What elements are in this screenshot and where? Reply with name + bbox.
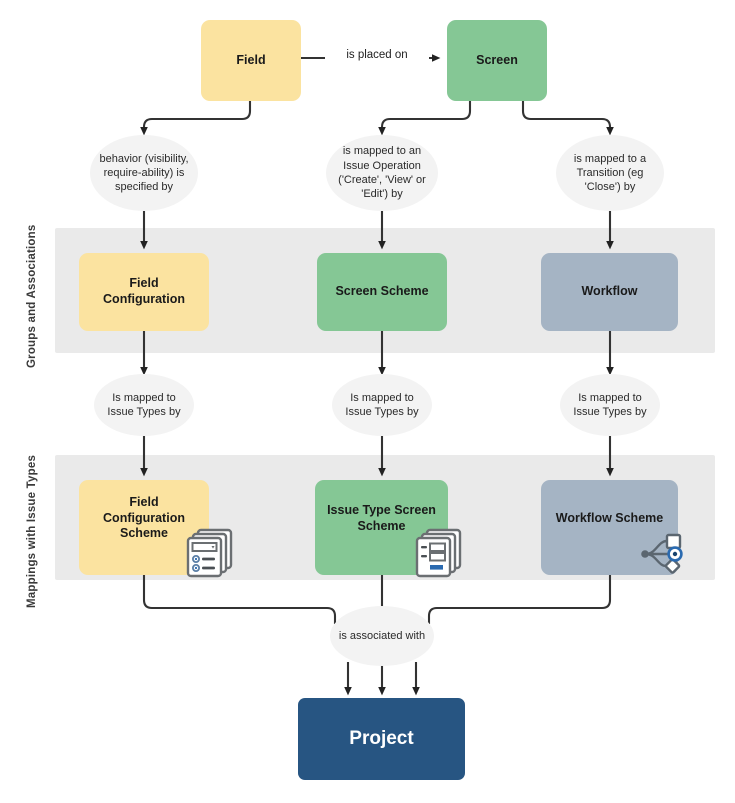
screen-document-stack-icon <box>414 528 468 578</box>
ellipse-is-associated-with: is associated with <box>330 606 434 666</box>
node-field-configuration[interactable]: Field Configuration <box>79 253 209 331</box>
workflow-branch-icon <box>634 528 690 580</box>
edge-screen-to-transition <box>521 101 614 136</box>
edge-label-is-placed-on: is placed on <box>325 49 429 61</box>
ellipse-mapped-issue-types-1: Is mapped to Issue Types by <box>94 374 194 436</box>
node-workflow[interactable]: Workflow <box>541 253 678 331</box>
edge-screen-to-issue-operation <box>378 101 472 136</box>
ellipse-behavior: behavior (visibility, require-ability) i… <box>90 135 198 211</box>
form-document-stack-icon <box>185 528 239 578</box>
band-label-groups-and-associations: Groups and Associations <box>26 224 38 368</box>
edge-field-to-behavior <box>140 101 252 136</box>
node-field-configuration-scheme[interactable]: Field Configuration Scheme <box>79 480 209 575</box>
node-screen[interactable]: Screen <box>447 20 547 101</box>
edge-field-configuration-scheme-to-association <box>142 575 337 624</box>
node-screen-scheme[interactable]: Screen Scheme <box>317 253 447 331</box>
ellipse-mapped-issue-types-3: Is mapped to Issue Types by <box>560 374 660 436</box>
node-project[interactable]: Project <box>298 698 465 780</box>
node-field[interactable]: Field <box>201 20 301 101</box>
ellipse-transition: is mapped to a Transition (eg 'Close') b… <box>556 135 664 211</box>
ellipse-mapped-issue-types-2: Is mapped to Issue Types by <box>332 374 432 436</box>
node-issue-type-screen-scheme[interactable]: Issue Type Screen Scheme <box>315 480 448 575</box>
band-label-mappings-with-issue-types: Mappings with Issue Types <box>26 454 38 608</box>
ellipse-issue-operation: is mapped to an Issue Operation ('Create… <box>326 135 438 211</box>
edge-workflow-scheme-to-association <box>427 575 612 624</box>
